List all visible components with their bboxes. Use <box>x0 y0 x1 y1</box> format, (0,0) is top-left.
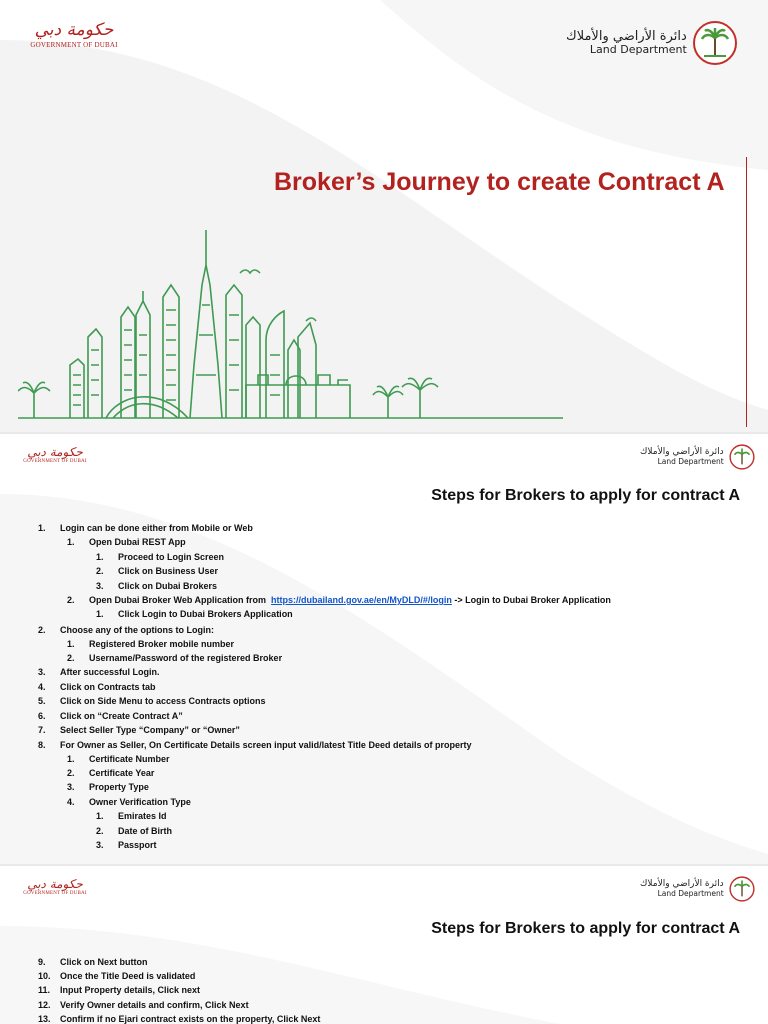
cover-title: Broker’s Journey to create Contract A <box>274 168 725 196</box>
gov-logo-english: GOVERNMENT OF DUBAI <box>30 41 118 49</box>
dld-emblem-icon <box>729 876 755 902</box>
steps-slide-1: حكومة دبي GOVERNMENT OF DUBAI دائرة الأر… <box>0 434 768 864</box>
land-department-logo: دائرة الأراضي والأملاك Land Department <box>566 20 738 66</box>
steps-slide-2: حكومة دبي GOVERNMENT OF DUBAI دائرة الأر… <box>0 866 768 1024</box>
cover-slide: حكومة دبي GOVERNMENT OF DUBAI دائرة الأر… <box>0 0 768 432</box>
gov-logo-english: GOVERNMENT OF DUBAI <box>23 891 87 896</box>
dubailand-login-link[interactable]: https://dubailand.gov.ae/en/MyDLD/#/logi… <box>271 595 452 605</box>
dld-emblem-icon <box>729 444 755 470</box>
gov-logo-english: GOVERNMENT OF DUBAI <box>23 459 87 464</box>
government-of-dubai-logo: حكومة دبي GOVERNMENT OF DUBAI <box>22 878 88 896</box>
government-of-dubai-logo: حكومة دبي GOVERNMENT OF DUBAI <box>22 446 88 464</box>
dld-logo-english: Land Department <box>657 888 724 898</box>
dld-logo-arabic: دائرة الأراضي والأملاك <box>640 879 724 890</box>
steps-title: Steps for Brokers to apply for contract … <box>431 487 740 504</box>
dubai-skyline-illustration <box>18 230 563 419</box>
red-vertical-rule <box>746 157 747 427</box>
gov-logo-arabic: حكومة دبي <box>27 445 83 459</box>
gov-logo-arabic: حكومة دبي <box>34 20 114 40</box>
gov-logo-arabic: حكومة دبي <box>27 877 83 891</box>
dld-logo-english: Land Department <box>657 456 724 466</box>
steps-title: Steps for Brokers to apply for contract … <box>431 920 740 937</box>
dld-emblem-icon <box>692 21 737 65</box>
land-department-logo: دائرة الأراضي والأملاك Land Department <box>640 876 755 902</box>
land-department-logo: دائرة الأراضي والأملاك Land Department <box>640 444 755 470</box>
dld-logo-arabic: دائرة الأراضي والأملاك <box>640 447 724 458</box>
dld-logo-arabic: دائرة الأراضي والأملاك <box>566 29 687 45</box>
government-of-dubai-logo: حكومة دبي GOVERNMENT OF DUBAI <box>26 20 122 50</box>
dld-logo-english: Land Department <box>589 42 687 56</box>
